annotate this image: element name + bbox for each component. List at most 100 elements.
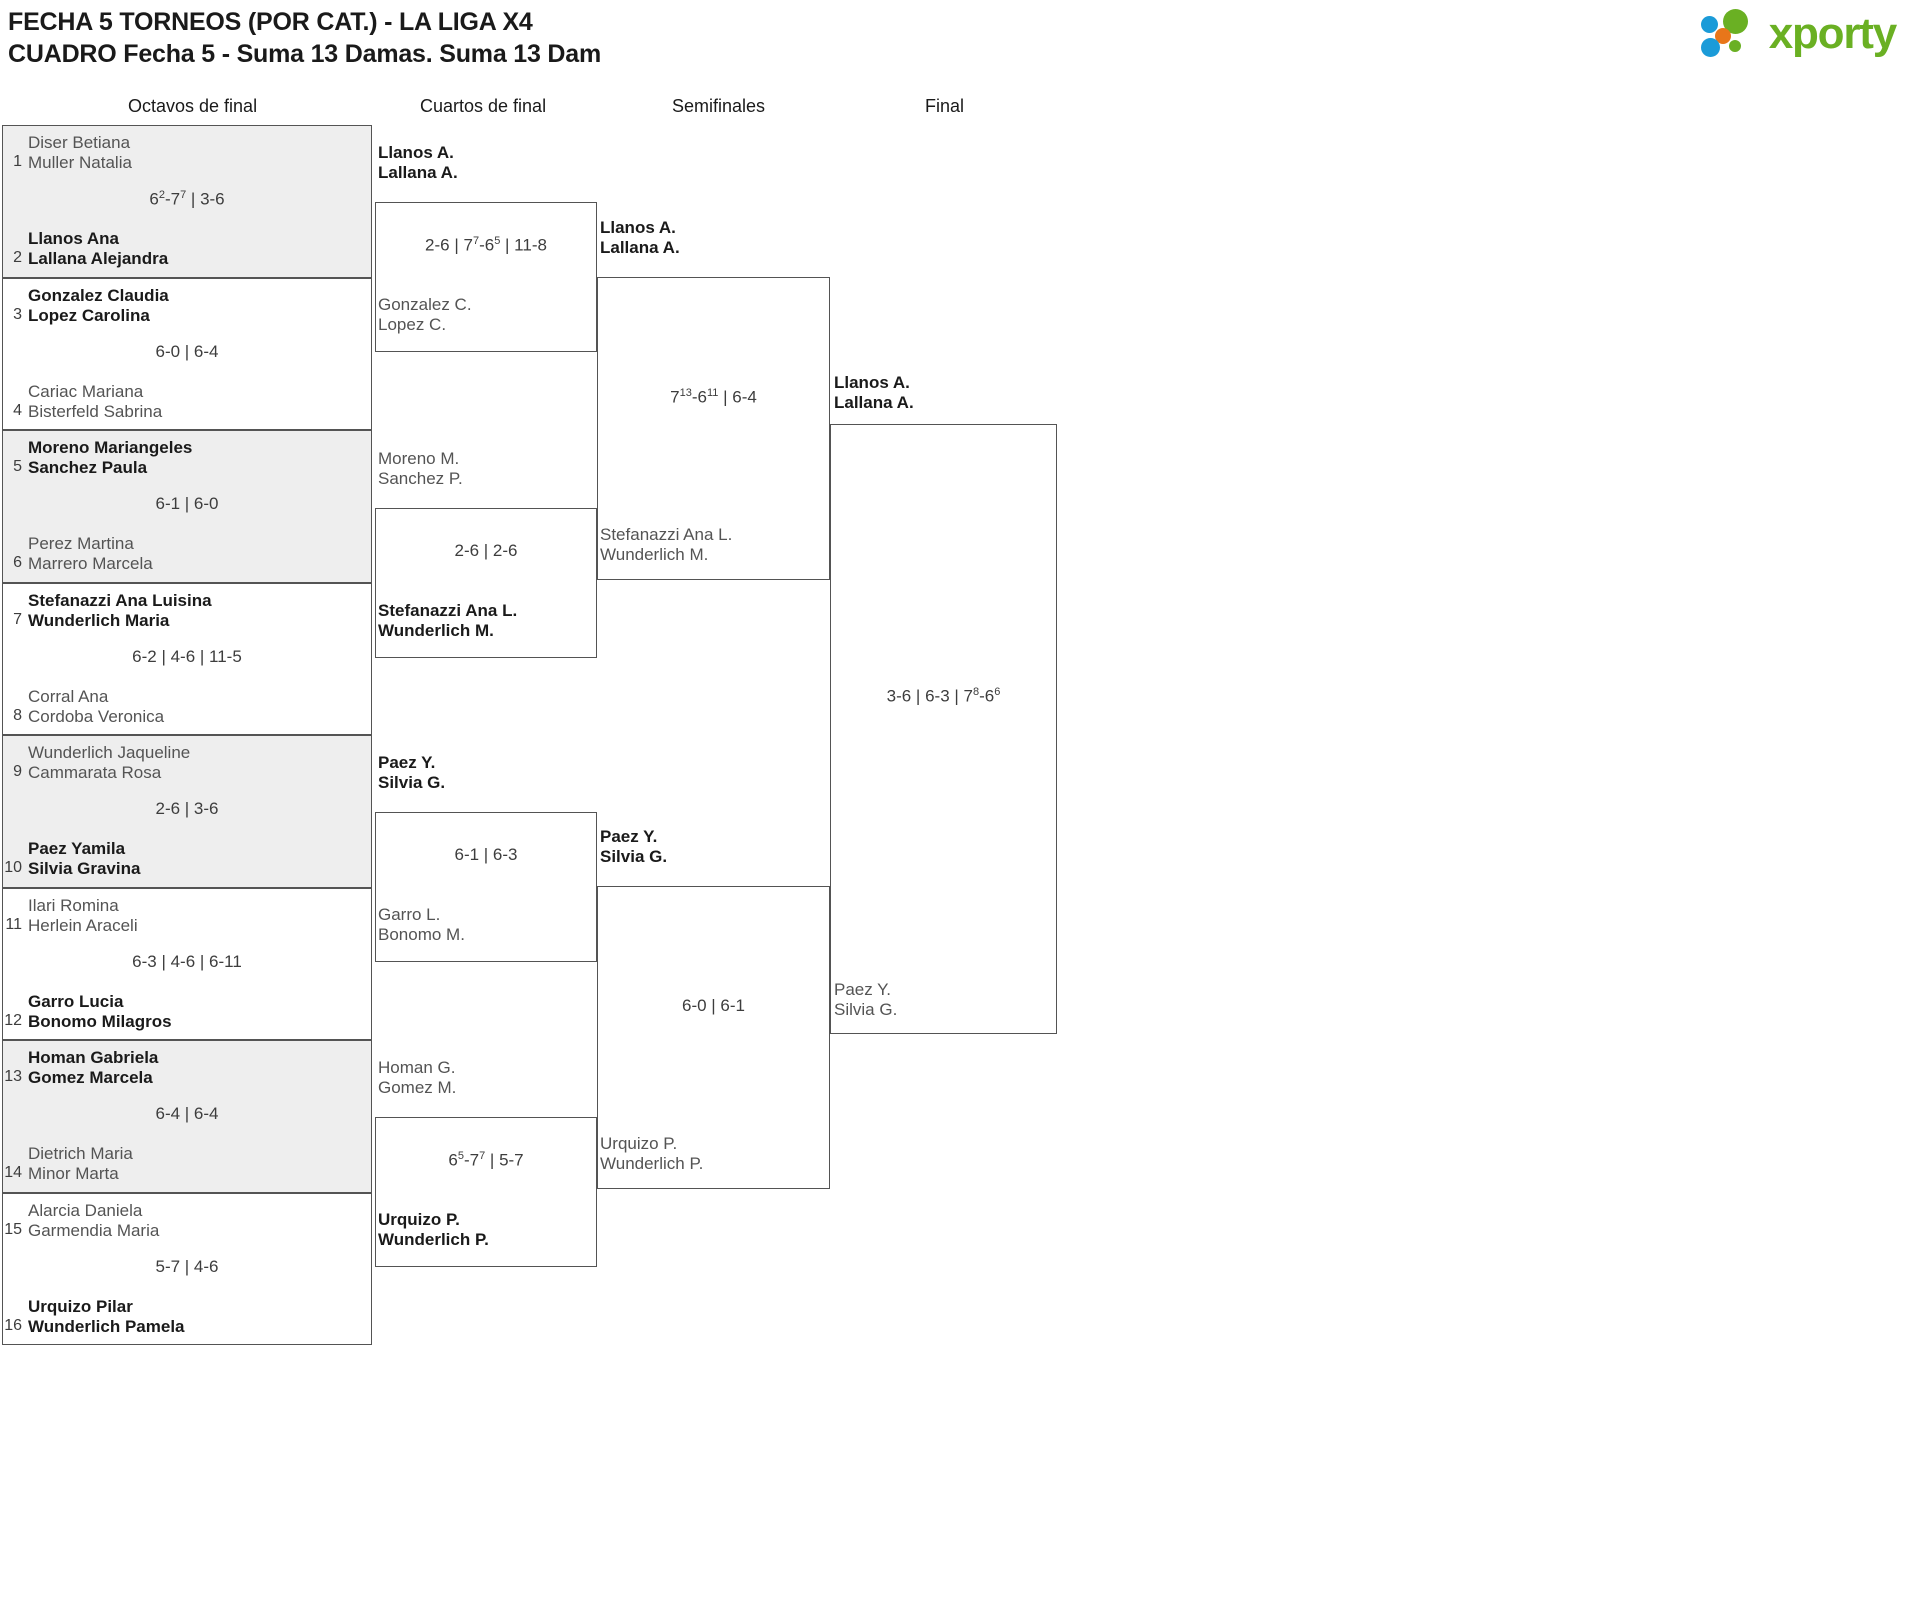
player-name: Bonomo Milagros <box>28 1011 172 1031</box>
seed-number: 8 <box>13 706 22 724</box>
semi-final-team-slot[interactable]: Stefanazzi Ana L.Wunderlich M. <box>600 525 732 565</box>
quarter-final-team-slot[interactable]: Paez Y.Silvia G. <box>378 753 445 793</box>
r16-match-score: 2-6 | 3-6 <box>155 799 219 818</box>
r16-match-score: 6-3 | 4-6 | 6-11 <box>132 951 242 971</box>
semi-final-score: 6-0 | 6-1 <box>681 996 745 1015</box>
player-name: Paez Y. <box>600 827 658 846</box>
player-name: Stefanazzi Ana L. <box>600 525 733 544</box>
player-name: Gonzalez Claudia <box>28 285 169 305</box>
player-name: Lopez Carolina <box>28 305 150 325</box>
player-name: Ilari Romina <box>28 895 119 915</box>
player-name: Sanchez Paula <box>28 458 148 477</box>
player-name: Paez Y. <box>378 753 436 772</box>
quarter-final-box <box>375 1117 597 1267</box>
r16-match-band <box>2 735 372 888</box>
quarter-final-score: 65-77 | 5-7 <box>448 1150 524 1170</box>
seed-number: 1 <box>13 153 22 170</box>
tournament-title-line1: FECHA 5 TORNEOS (POR CAT.) - LA LIGA X4 <box>8 8 533 36</box>
round-header-semifinales: Semifinales <box>672 96 766 116</box>
player-name: Wunderlich Jaqueline <box>28 743 191 762</box>
quarter-final-team-slot[interactable]: Garro L.Bonomo M. <box>378 905 465 945</box>
semi-final-team-slot[interactable]: Llanos A.Lallana A. <box>600 218 680 258</box>
player-name: Wunderlich M. <box>378 621 494 640</box>
player-name: Diser Betiana <box>28 133 131 152</box>
quarter-final-team-slot[interactable]: Homan G.Gomez M. <box>378 1058 456 1098</box>
quarter-final-team-slot[interactable]: Moreno M.Sanchez P. <box>378 449 463 489</box>
r16-match-band <box>2 277 372 430</box>
semi-final-box <box>597 277 830 580</box>
player-name: Herlein Araceli <box>28 915 138 935</box>
player-name: Gomez M. <box>378 1078 457 1097</box>
final-team-slot[interactable]: Llanos A.Lallana A. <box>834 373 914 413</box>
player-name: Homan G. <box>378 1058 456 1077</box>
player-name: Wunderlich P. <box>600 1154 704 1173</box>
r16-match-band <box>2 582 372 735</box>
tournament-title-line2: CUADRO Fecha 5 - Suma 13 Damas. Suma 13 … <box>8 40 602 68</box>
semi-final-box <box>597 886 830 1189</box>
player-name: Silvia G. <box>378 773 446 792</box>
seed-number: 11 <box>5 915 22 933</box>
player-name: Lallana A. <box>378 163 458 182</box>
player-name: Lopez C. <box>378 315 447 334</box>
seed-number: 3 <box>13 305 22 323</box>
round-header-cuartos: Cuartos de final <box>420 96 547 116</box>
player-name: Llanos A. <box>834 373 910 392</box>
r16-match-score: 62-77 | 3-6 <box>149 189 225 209</box>
final-team-slot[interactable]: Paez Y.Silvia G. <box>834 980 897 1020</box>
quarter-final-box <box>375 508 597 658</box>
seed-number: 2 <box>13 249 22 266</box>
player-name: Wunderlich Pamela <box>28 1316 185 1336</box>
semi-final-team-slot[interactable]: Urquizo P.Wunderlich P. <box>600 1134 703 1174</box>
r16-match-band <box>2 1192 372 1345</box>
quarter-final-team-slot[interactable]: Gonzalez C.Lopez C. <box>378 295 472 335</box>
final-box <box>830 424 1057 1034</box>
player-name: Paez Yamila <box>28 839 126 858</box>
quarter-final-team-slot[interactable]: Urquizo P.Wunderlich P. <box>378 1210 489 1250</box>
player-name: Llanos Ana <box>28 229 119 248</box>
quarter-final-score: 6-1 | 6-3 <box>454 845 518 864</box>
seed-number: 13 <box>4 1068 22 1085</box>
quarter-final-team-slot[interactable]: Stefanazzi Ana L.Wunderlich M. <box>378 601 517 641</box>
quarter-final-team-slot[interactable]: Llanos A.Lallana A. <box>378 143 458 183</box>
r16-match-score: 6-0 | 6-4 <box>155 341 219 361</box>
logo-wordmark: xporty <box>1768 9 1897 58</box>
player-name: Lallana A. <box>834 393 914 412</box>
r16-match-band <box>2 430 372 583</box>
player-name: Urquizo P. <box>378 1210 460 1229</box>
semi-final-team-slot[interactable]: Paez Y.Silvia G. <box>600 827 667 867</box>
seed-number: 6 <box>13 554 22 571</box>
